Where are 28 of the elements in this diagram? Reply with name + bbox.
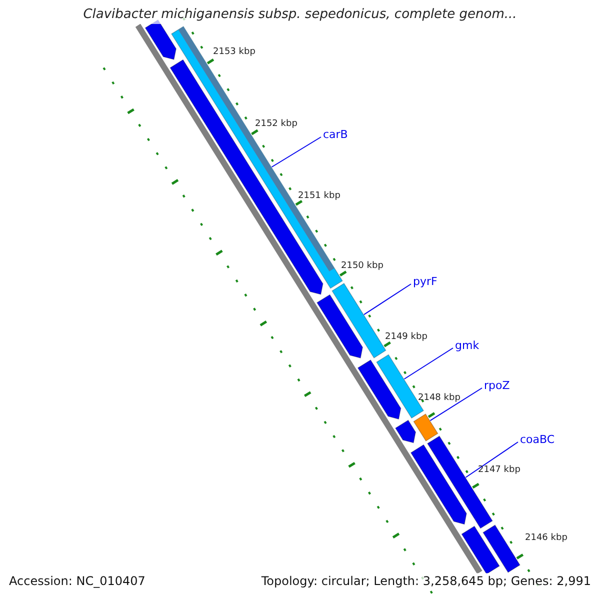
- gene-bar: [461, 526, 500, 575]
- leader-line: [271, 136, 322, 168]
- gene-label: coaBC: [520, 433, 555, 447]
- scale-label: 2146 kbp: [525, 532, 568, 544]
- scale-label: 2149 kbp: [385, 331, 428, 343]
- gene-bar: [357, 359, 402, 420]
- gene-bar: [170, 59, 324, 295]
- accession-text: Accession: NC_010407: [9, 573, 146, 589]
- leader-line: [465, 442, 518, 478]
- gene-bar: [410, 444, 467, 525]
- scale-label: 2152 kbp: [255, 118, 298, 130]
- scale-label: 2153 kbp: [213, 46, 256, 58]
- scale-label: 2150 kbp: [341, 260, 384, 272]
- gene-bar: [332, 282, 386, 358]
- gene-bar: [413, 413, 438, 442]
- leader-line: [364, 284, 412, 316]
- gene-label: carB: [323, 128, 348, 142]
- scale-label: 2151 kbp: [298, 190, 340, 202]
- gene-label: gmk: [455, 339, 480, 353]
- scale-label: 2147 kbp: [478, 464, 520, 476]
- genome-info-text: Topology: circular; Length: 3,258,645 bp; Genes: 2,991: [261, 573, 591, 589]
- gene-label: pyrF: [413, 275, 438, 289]
- gene-bar: [316, 294, 364, 358]
- gene-bar: [394, 420, 416, 444]
- title: Clavibacter michiganensis subsp. sepedonicus, complete genom...: [83, 6, 517, 24]
- scale-label: 2148 kbp: [418, 392, 460, 404]
- leader-line: [430, 388, 482, 422]
- gene-label: rpoZ: [484, 379, 510, 393]
